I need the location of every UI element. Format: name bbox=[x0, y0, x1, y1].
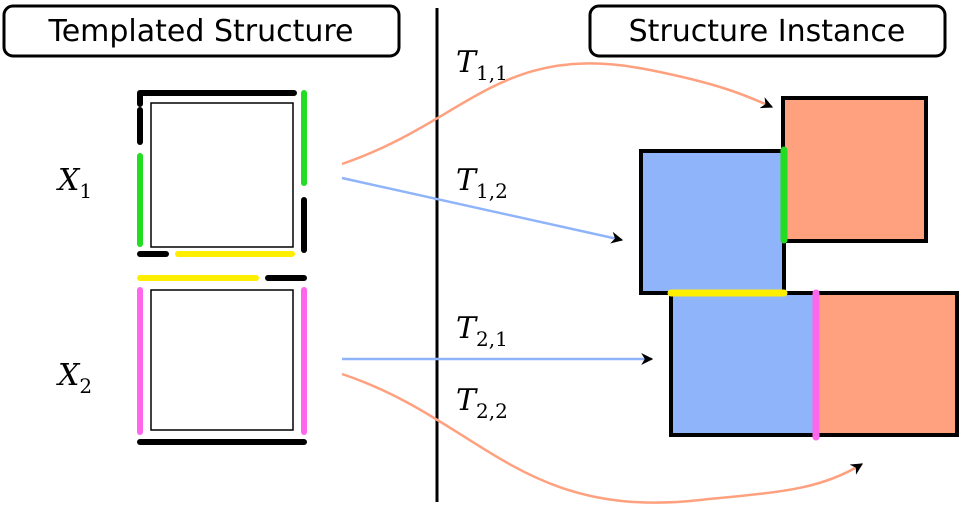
heading-templated-structure: Templated Structure bbox=[2, 4, 401, 58]
label-t12: T1,2 bbox=[456, 163, 508, 203]
label-t21: T2,1 bbox=[456, 311, 508, 351]
template-x2-inner-square bbox=[150, 289, 294, 431]
heading-templated-structure-text: Templated Structure bbox=[47, 14, 353, 49]
instance-salmon-top bbox=[781, 96, 928, 243]
arrow-t11 bbox=[341, 62, 774, 166]
instance-blue-bottom bbox=[669, 291, 818, 437]
label-t11: T1,1 bbox=[456, 45, 508, 85]
arrow-t22 bbox=[341, 372, 864, 504]
label-x1: X1 bbox=[56, 163, 92, 203]
instance-blue-top bbox=[639, 149, 786, 295]
template-x1-top-edge bbox=[137, 90, 297, 107]
label-t22: T2,2 bbox=[456, 383, 508, 423]
template-piece-x1 bbox=[137, 90, 307, 257]
heading-structure-instance-text: Structure Instance bbox=[629, 14, 906, 49]
label-x2: X2 bbox=[56, 358, 92, 398]
instance-salmon-bottom bbox=[814, 291, 959, 437]
heading-structure-instance: Structure Instance bbox=[588, 4, 947, 58]
template-x1-inner-square bbox=[150, 102, 294, 248]
arrow-t12 bbox=[341, 176, 624, 244]
template-piece-x2 bbox=[137, 275, 307, 445]
instance-structure bbox=[639, 96, 959, 441]
